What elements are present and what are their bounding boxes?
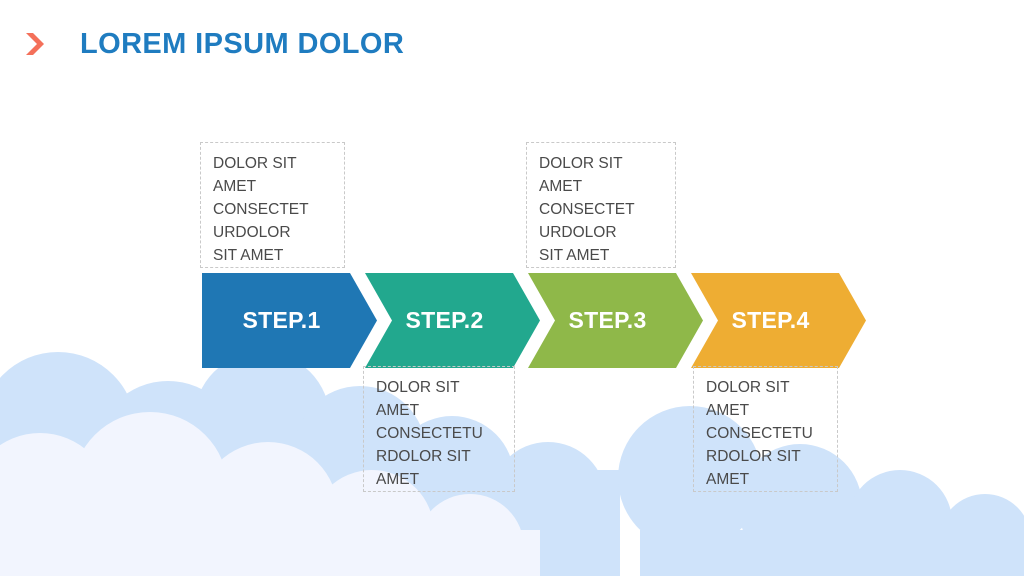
callout-line: DOLOR SIT [213, 155, 297, 172]
callout-line: AMET [213, 178, 257, 195]
step-label-2: STEP.2 [405, 307, 484, 333]
step-label-1: STEP.1 [242, 307, 321, 333]
chevron-right-icon [26, 33, 44, 55]
callout-line: RDOLOR SIT [706, 448, 801, 465]
callout-line: URDOLOR [213, 224, 291, 241]
callout-line: AMET [706, 402, 750, 419]
step-callout-2[interactable]: DOLOR SIT AMET CONSECTETU RDOLOR SIT AME… [363, 366, 515, 492]
step-chevron-4[interactable]: STEP.4 [691, 273, 866, 368]
step-callout-4[interactable]: DOLOR SIT AMET CONSECTETU RDOLOR SIT AME… [693, 366, 838, 492]
process-step-band: STEP.1 STEP.2 STEP.3 STEP.4 [0, 273, 1024, 368]
step-chevron-2[interactable]: STEP.2 [365, 273, 540, 368]
callout-line: CONSECTET [213, 201, 309, 218]
callout-line: AMET [376, 402, 420, 419]
callout-line: RDOLOR SIT [376, 448, 471, 465]
step-chevron-3[interactable]: STEP.3 [528, 273, 703, 368]
step-callout-1[interactable]: DOLOR SIT AMET CONSECTET URDOLOR SIT AME… [200, 142, 345, 268]
step-callout-3[interactable]: DOLOR SIT AMET CONSECTET URDOLOR SIT AME… [526, 142, 676, 268]
page-title-row: LOREM IPSUM DOLOR [0, 22, 1024, 68]
callout-line: DOLOR SIT [539, 155, 623, 172]
callout-line: AMET [539, 178, 583, 195]
callout-line: CONSECTET [539, 201, 635, 218]
callout-line: CONSECTETU [706, 425, 813, 442]
step-label-4: STEP.4 [731, 307, 810, 333]
callout-line: DOLOR SIT [706, 379, 790, 396]
step-label-3: STEP.3 [568, 307, 647, 333]
callout-line: AMET [706, 471, 750, 488]
callout-line: AMET [376, 471, 420, 488]
callout-line: DOLOR SIT [376, 379, 460, 396]
callout-line: SIT AMET [213, 247, 284, 264]
step-chevron-1[interactable]: STEP.1 [202, 273, 377, 368]
callout-line: CONSECTETU [376, 425, 483, 442]
callout-line: URDOLOR [539, 224, 617, 241]
callout-line: SIT AMET [539, 247, 610, 264]
page-title: LOREM IPSUM DOLOR [80, 28, 405, 60]
